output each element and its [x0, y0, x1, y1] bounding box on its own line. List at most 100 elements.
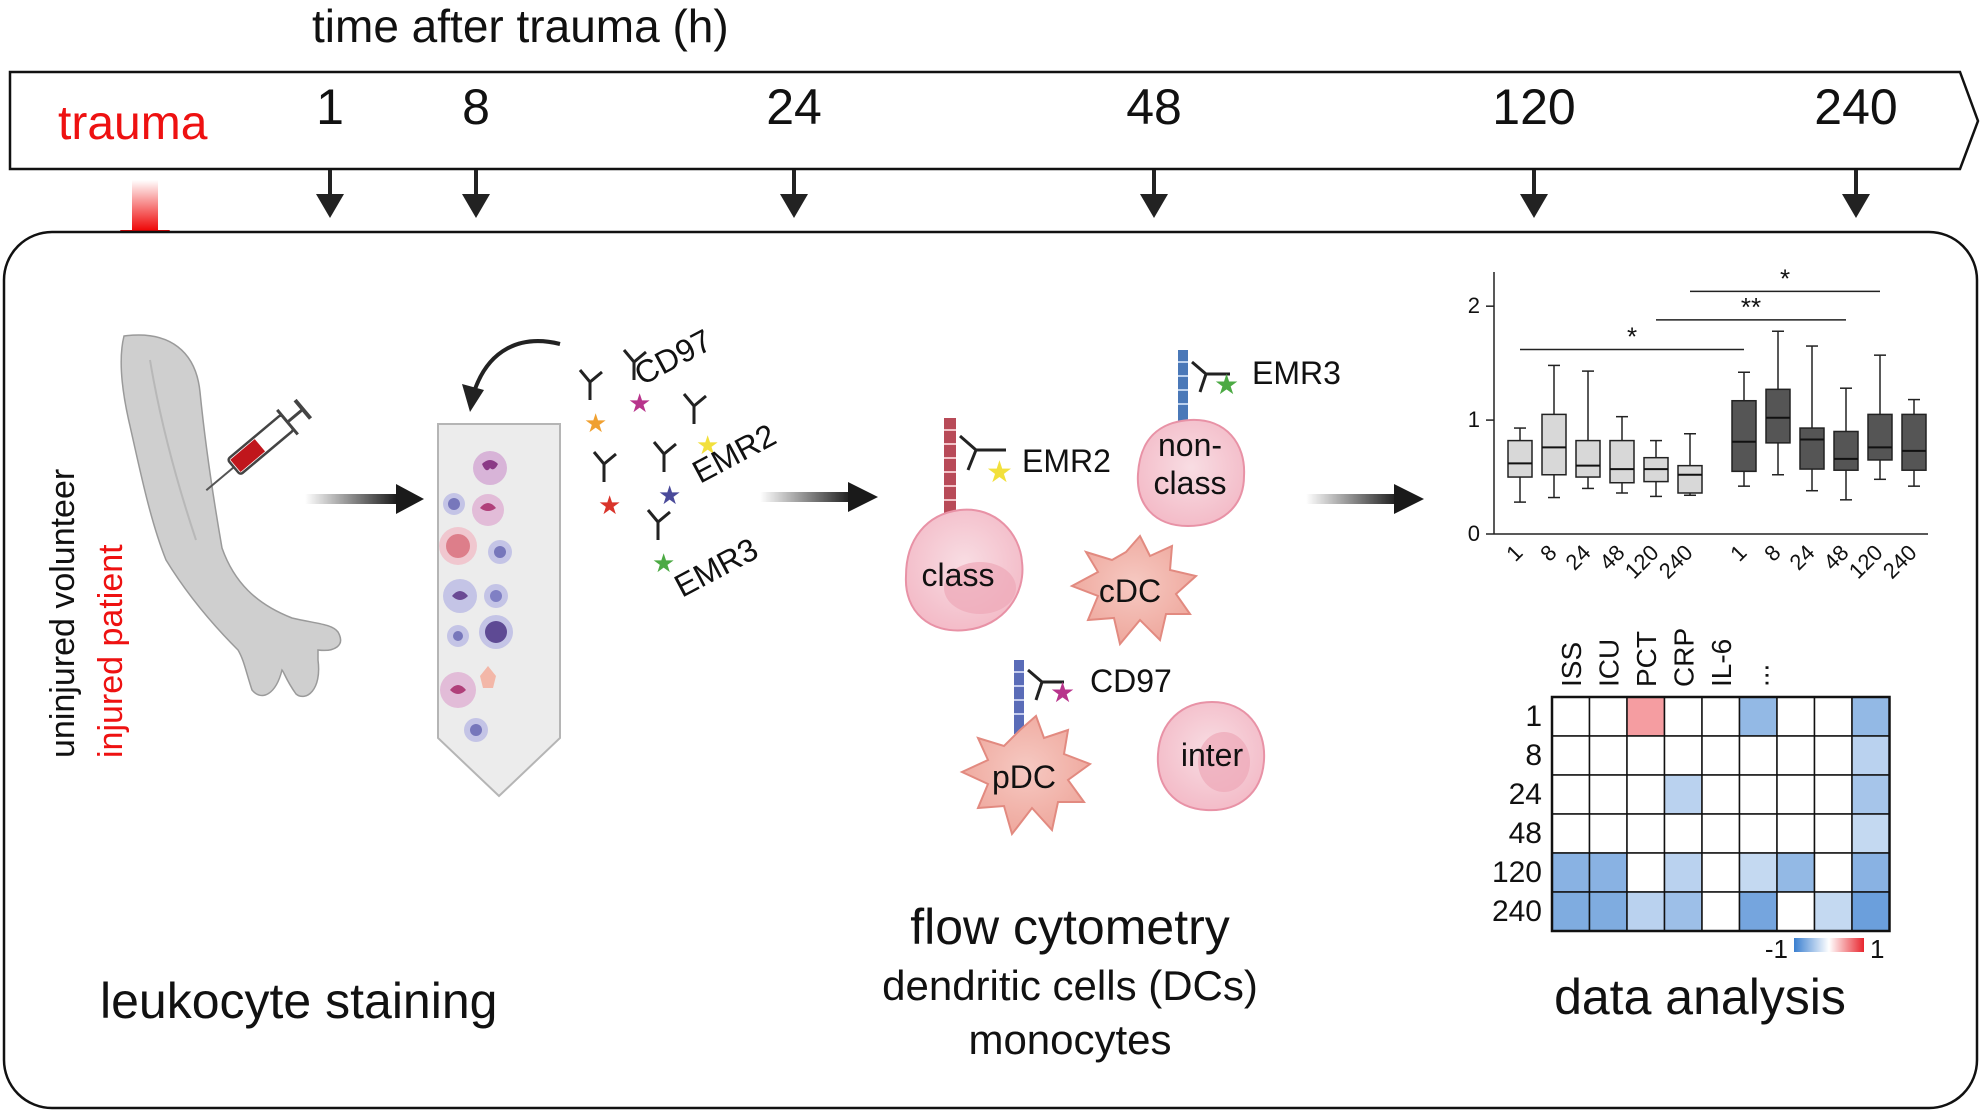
heatmap-legend-gradient	[1794, 938, 1864, 952]
heatmap-cell	[1588, 891, 1628, 932]
heatmap-cell	[1776, 696, 1816, 737]
flow-subtitle-monocytes: monocytes	[968, 1016, 1171, 1063]
heatmap-cell	[1626, 813, 1666, 854]
heatmap-cell	[1588, 852, 1628, 893]
heatmap-cell	[1738, 696, 1778, 737]
boxplot-y-tick-label: 0	[1468, 521, 1480, 546]
marker-emr3: EMR3	[1252, 355, 1341, 391]
boxplot-box	[1799, 345, 1825, 492]
timepoint-arrow	[1842, 170, 1870, 218]
antibody-addition-arrowhead	[462, 384, 484, 412]
heatmap-cell	[1626, 774, 1666, 815]
timepoint-label: 8	[462, 79, 490, 135]
timepoint-label: 48	[1126, 79, 1182, 135]
boxplot-box	[1507, 427, 1533, 503]
heatmap-cell	[1701, 735, 1741, 776]
heatmap-cell	[1701, 813, 1741, 854]
heatmap-cell	[1851, 852, 1891, 893]
cell-cdc	[1069, 534, 1199, 647]
heatmap-cell	[1701, 891, 1741, 932]
boxplot-y-tick-label: 2	[1468, 293, 1480, 318]
cell-classical-nucleus	[944, 562, 1016, 614]
heatmap-cell	[1663, 813, 1703, 854]
timepoint-arrow	[1520, 170, 1548, 218]
svg-text:★: ★	[598, 491, 621, 521]
heatmap-column-label: PCT	[1631, 631, 1662, 687]
antibody-addition-arrow	[472, 339, 561, 393]
heatmap-legend-max: 1	[1870, 934, 1884, 964]
receptor-cd97: ★	[1014, 660, 1075, 734]
timepoint-arrow	[316, 170, 344, 218]
heatmap-cell	[1813, 774, 1853, 815]
heatmap-row-label: 8	[1525, 739, 1542, 772]
heatmap-cell	[1776, 813, 1816, 854]
svg-text:★: ★	[1214, 368, 1239, 401]
heatmap-cell	[1738, 735, 1778, 776]
staining-title: leukocyte staining	[100, 973, 497, 1029]
heatmap-cell	[1738, 891, 1778, 932]
svg-text:★: ★	[584, 409, 607, 439]
antibody-cluster: ★ ★ ★ ★ ★ ★	[578, 349, 719, 579]
svg-text:★: ★	[696, 431, 719, 461]
marker-cd97: CD97	[1090, 663, 1172, 699]
heatmap-cell	[1813, 852, 1853, 893]
heatmap-cell	[1776, 774, 1816, 815]
timepoint-label: 120	[1492, 79, 1575, 135]
heatmap-cell	[1663, 696, 1703, 737]
boxplot-box	[1541, 364, 1567, 499]
heatmap-cell	[1738, 774, 1778, 815]
heatmap-column-label: ICU	[1593, 639, 1624, 687]
cell-label-class: class	[922, 557, 995, 593]
svg-text:★: ★	[628, 389, 651, 419]
cell-pdc	[959, 714, 1093, 837]
heatmap-cell	[1663, 891, 1703, 932]
boxplot-box	[1833, 387, 1859, 501]
svg-text:★: ★	[658, 481, 681, 511]
heatmap-cell	[1701, 852, 1741, 893]
heatmap-cell	[1626, 852, 1666, 893]
heatmap-cell	[1626, 696, 1666, 737]
cell-label-nonclass-2: class	[1154, 465, 1227, 501]
boxplot-box	[1901, 398, 1927, 487]
heatmap-cell	[1551, 891, 1591, 932]
significance-label: **	[1741, 292, 1761, 322]
cell-label-pdc: pDC	[992, 759, 1056, 795]
heatmap-cell	[1551, 813, 1591, 854]
heatmap-cell	[1588, 774, 1628, 815]
timepoint-arrow	[462, 170, 490, 218]
heatmap-cell	[1851, 813, 1891, 854]
timeline-arrow-bar	[8, 70, 1980, 171]
heatmap-row-label: 24	[1509, 778, 1542, 811]
heatmap-legend-min: -1	[1765, 934, 1788, 964]
heatmap-column-label: ISS	[1556, 642, 1587, 687]
cell-intermediate-nucleus	[1198, 732, 1250, 792]
syringe-icon	[205, 398, 313, 492]
boxplot-box	[1609, 415, 1635, 494]
heatmap-cell	[1663, 774, 1703, 815]
heatmap-cell	[1738, 852, 1778, 893]
flow-title: flow cytometry	[910, 899, 1230, 955]
heatmap-column-label: IL-6	[1706, 639, 1737, 687]
significance-label: *	[1627, 321, 1637, 351]
boxplot-box	[1643, 439, 1669, 498]
timepoint-arrow	[780, 170, 808, 218]
analysis-title: data analysis	[1554, 969, 1846, 1025]
heatmap-row-label: 1	[1525, 700, 1542, 733]
timepoint-label: 24	[766, 79, 822, 135]
boxplot-box	[1677, 433, 1703, 497]
heatmap-cell	[1588, 813, 1628, 854]
heatmap-cell	[1851, 891, 1891, 932]
patient-group-label: injured patient	[92, 544, 130, 758]
arm-illustration	[120, 334, 342, 698]
heatmap-cell	[1701, 774, 1741, 815]
timepoint-label: 1	[316, 79, 344, 135]
heatmap-cell	[1813, 813, 1853, 854]
heatmap-column-label: ...	[1743, 664, 1774, 687]
flow-subtitle-dcs: dendritic cells (DCs)	[882, 962, 1258, 1009]
boxplot-y-tick-label: 1	[1468, 407, 1480, 432]
heatmap-cell	[1813, 696, 1853, 737]
flow-arrow-1	[305, 484, 424, 514]
svg-text:★: ★	[1050, 676, 1075, 709]
timeline-axis-title: time after trauma (h)	[312, 0, 729, 52]
